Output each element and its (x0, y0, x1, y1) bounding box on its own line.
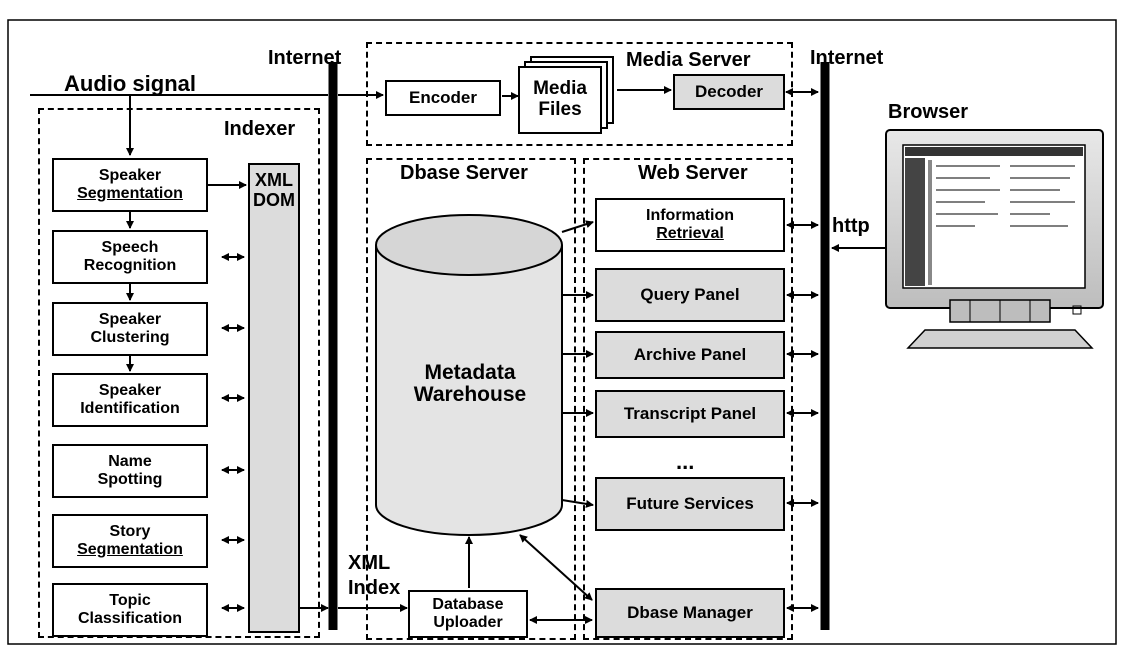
module-line1: Story (109, 523, 151, 541)
archive-panel-box: Archive Panel (595, 331, 785, 379)
xml-index-label-1: XML (348, 552, 391, 574)
info-label-2: Retrieval (656, 225, 724, 242)
module-line2: Clustering (90, 329, 170, 346)
media-server-container (366, 42, 793, 146)
module-line1: Speaker (98, 382, 162, 400)
database-uploader-box: Database Uploader (408, 590, 528, 638)
warehouse-web-arrows (561, 220, 594, 508)
web-server-label: Web Server (638, 162, 748, 184)
outer-frame (7, 19, 1117, 645)
media-files-stack: Media Files (518, 56, 618, 136)
module-line2: Recognition (83, 257, 177, 274)
module-xml-arrows (221, 253, 245, 612)
warehouse-manager-arrow (519, 534, 593, 601)
module-line1: Speech (101, 239, 159, 257)
module-line1: Name (108, 453, 152, 471)
query-panel-label: Query Panel (640, 284, 740, 304)
module-line2: Classification (77, 610, 183, 627)
decoder-label: Decoder (694, 81, 764, 101)
warehouse-line2: Warehouse (413, 383, 527, 407)
speaker-segmentation-box: Speaker Segmentation (52, 158, 208, 212)
metadata-warehouse-label: Metadata Warehouse (400, 361, 540, 407)
story-segmentation-box: Story Segmentation (52, 514, 208, 568)
module-line2: Spotting (97, 471, 163, 488)
browser-label: Browser (888, 101, 969, 123)
media-server-label: Media Server (626, 49, 751, 71)
query-panel-box: Query Panel (595, 268, 785, 322)
speaker-clustering-box: Speaker Clustering (52, 302, 208, 356)
http-label: http (832, 215, 870, 237)
info-label-1: Information (646, 207, 734, 225)
encoder-label: Encoder (408, 87, 478, 107)
xml-dom-box: XML DOM (248, 163, 300, 633)
xml-dom-label-1: XML (255, 170, 293, 190)
transcript-panel-box: Transcript Panel (595, 390, 785, 438)
decoder-box: Decoder (673, 74, 785, 110)
uploader-label-1: Database (432, 596, 504, 614)
module-line2: Identification (80, 400, 180, 417)
browser-monitor-icon (885, 129, 1104, 349)
media-files-label-2: Files (538, 99, 582, 120)
module-line2: Segmentation (77, 185, 183, 202)
archive-panel-label: Archive Panel (633, 344, 747, 364)
internet-right-label: Internet (810, 47, 884, 69)
xml-index-label-2: Index (348, 577, 401, 599)
speaker-identification-box: Speaker Identification (52, 373, 208, 427)
audio-signal-label: Audio signal (64, 71, 196, 96)
indexer-label: Indexer (224, 118, 296, 140)
media-files-label-1: Media (533, 78, 587, 100)
dbase-manager-box: Dbase Manager (595, 588, 785, 638)
transcript-panel-label: Transcript Panel (623, 403, 757, 423)
name-spotting-box: Name Spotting (52, 444, 208, 498)
module-line1: Speaker (98, 311, 162, 329)
web-server-container (583, 158, 793, 640)
speech-recognition-box: Speech Recognition (52, 230, 208, 284)
indexer-container (38, 108, 320, 638)
warehouse-cylinder (375, 214, 563, 536)
dbase-manager-label: Dbase Manager (627, 602, 753, 622)
uploader-label-2: Uploader (433, 614, 503, 631)
warehouse-line1: Metadata (424, 361, 516, 384)
information-retrieval-box: Information Retrieval (595, 198, 785, 252)
topic-classification-box: Topic Classification (52, 583, 208, 637)
internet-left-label: Internet (268, 47, 342, 69)
future-services-box: Future Services (595, 477, 785, 531)
future-services-label: Future Services (626, 493, 754, 513)
ellipsis-label: ... (676, 449, 695, 474)
xml-dom-label-2: DOM (253, 189, 295, 210)
module-line2: Segmentation (77, 541, 183, 558)
dbase-server-container (366, 158, 576, 640)
dbase-server-label: Dbase Server (400, 162, 528, 184)
encoder-box: Encoder (385, 80, 501, 116)
module-line1: Topic (109, 592, 151, 610)
module-line1: Speaker (98, 167, 162, 185)
